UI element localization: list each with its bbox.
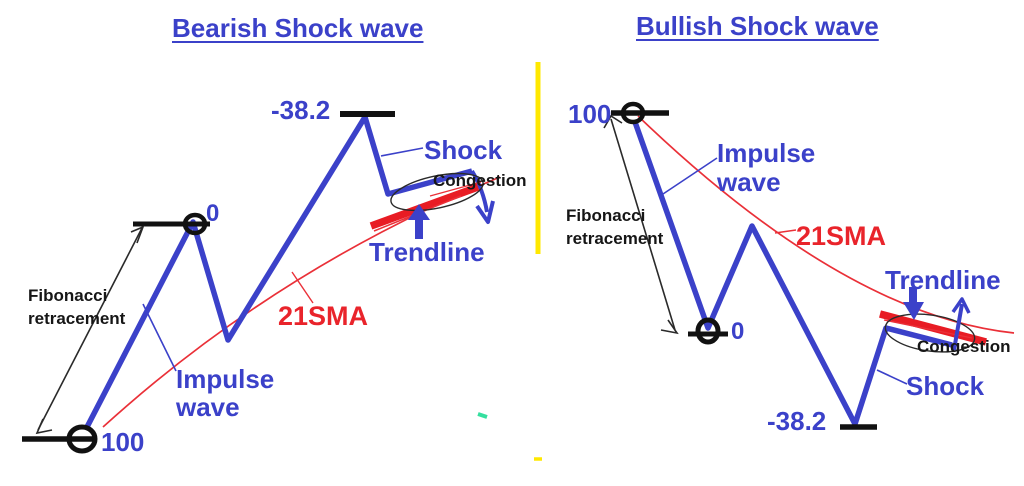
- left-panel-title: Bearish Shock wave: [172, 13, 424, 43]
- right-shock-label: Shock: [906, 371, 985, 401]
- left-impulse-line2: wave: [176, 392, 240, 422]
- right-level-100-circle-icon: [620, 101, 646, 125]
- right-congestion-label: Congestion: [917, 337, 1011, 356]
- right-fib-hundred-label: 100: [568, 99, 612, 129]
- left-impulse-line1: Impulse: [176, 364, 275, 394]
- right-fib-arrow-line: [610, 118, 676, 331]
- left-bearish-diagram: [22, 111, 501, 454]
- left-breakdown-arrow-shaft: [470, 169, 489, 213]
- right-fib-neg382-label: -38.2: [767, 406, 827, 436]
- left-fib-neg382-label: -38.2: [271, 95, 331, 125]
- right-breakout-arrow-shaft: [952, 303, 964, 351]
- left-congestion-label: Congestion: [433, 171, 527, 190]
- right-shock-pointer-line: [876, 369, 908, 385]
- left-trendline-thin-scribble2: [429, 181, 482, 197]
- right-impulse-line2: wave: [717, 167, 781, 197]
- left-21sma-pointer-line: [291, 271, 314, 304]
- right-breakout-arrow-head-icon: [951, 297, 971, 314]
- left-trendline-arrow-head-icon: [408, 204, 430, 220]
- right-impulse-pointer-line: [662, 157, 718, 195]
- left-fib-arrow-top-head-icon: [130, 225, 145, 244]
- right-fibonacci-line1: Fibonacci: [566, 206, 646, 225]
- left-21sma-label: 21SMA: [278, 301, 369, 331]
- left-fibonacci-line1: Fibonacci: [28, 286, 108, 305]
- left-congestion-ellipse: [390, 172, 484, 212]
- left-fib-hundred-label: 100: [101, 427, 145, 457]
- right-congestion-ellipse: [884, 313, 976, 353]
- left-fibonacci-line2: retracement: [28, 309, 126, 328]
- left-fibonacci-label: Fibonacci retracement: [28, 284, 125, 330]
- right-fibonacci-line2: retracement: [566, 229, 664, 248]
- right-21sma-curve: [637, 115, 1015, 334]
- right-fibonacci-label: Fibonacci retracement: [566, 204, 663, 250]
- left-fib-zero-label: 0: [206, 200, 220, 227]
- right-fib-arrow-bottom-head-icon: [660, 319, 679, 335]
- right-level-0-circle-icon: [695, 317, 721, 345]
- left-price-path: [83, 114, 473, 431]
- right-trendline-label: Trendline: [885, 265, 1001, 295]
- left-shock-label: Shock: [424, 135, 503, 165]
- right-price-path: [632, 121, 953, 427]
- right-bullish-diagram: [603, 101, 1015, 430]
- left-trendline-label: Trendline: [369, 237, 485, 267]
- left-level-0-circle-icon: [182, 212, 208, 236]
- right-fib-arrow-top-head-icon: [603, 114, 623, 129]
- left-impulse-pointer-line: [142, 303, 177, 372]
- left-fib-arrow-line: [37, 227, 143, 431]
- left-fib-arrow-bottom-head-icon: [35, 418, 53, 435]
- left-green-mark-icon: [477, 412, 488, 419]
- right-21sma-pointer-line: [774, 229, 797, 234]
- right-impulse-wave-label: Impulse wave: [717, 139, 815, 197]
- right-fib-zero-label: 0: [731, 318, 745, 345]
- left-breakdown-arrow-head-icon: [475, 200, 495, 224]
- right-21sma-label: 21SMA: [796, 221, 887, 251]
- right-impulse-line1: Impulse: [717, 138, 816, 168]
- left-impulse-wave-label: Impulse wave: [176, 365, 274, 421]
- right-panel-title: Bullish Shock wave: [636, 11, 879, 41]
- left-trendline-segment: [369, 183, 480, 230]
- right-trendline-arrow-head-icon: [903, 302, 924, 320]
- left-level-100-circle-icon: [66, 424, 98, 454]
- left-shock-pointer-line: [380, 147, 424, 157]
